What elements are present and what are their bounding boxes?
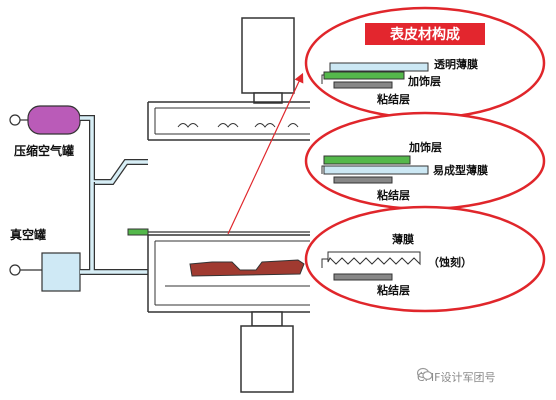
upper-chamber [147, 101, 310, 141]
layer-bubble-2 [304, 111, 546, 211]
panel1-bottom-label: 粘结层 [377, 92, 410, 106]
molded-product [189, 259, 305, 277]
top-actuator [241, 17, 295, 104]
panel2-top-label: 加饰层 [408, 140, 442, 154]
panel3-top-label: 薄膜 [392, 232, 414, 246]
panel1-middle-label: 加饰层 [407, 74, 441, 88]
film-sheet [127, 228, 310, 236]
watermark-text: CMF设计军团号 [417, 371, 496, 384]
layer-bubble-3 [304, 205, 546, 313]
title-banner-text: 表皮材构成 [389, 26, 460, 43]
panel2-bottom-label: 粘结层 [377, 188, 410, 202]
panel2-middle-label: 易成型薄膜 [433, 163, 488, 177]
lower-chamber [147, 234, 310, 313]
wechat-icon [417, 367, 433, 380]
panel1-top-label: 透明薄膜 [434, 57, 478, 71]
red-arrow [227, 72, 304, 235]
vacuum-pipe [80, 182, 148, 275]
air-pipe [80, 115, 148, 185]
vacuum-tank-label: 真空罐 [10, 227, 46, 242]
panel3-bottom-label: 粘结层 [377, 283, 410, 297]
air-tank [9, 105, 81, 135]
bottom-actuator [240, 311, 294, 393]
watermark: CMF设计军团号 [417, 367, 553, 387]
layer-bubble-1 [304, 6, 546, 120]
vacuum-tank [9, 252, 81, 292]
upper-heater-pattern [177, 123, 299, 128]
panel3-note-label: （蚀刻） [428, 255, 472, 269]
air-tank-label: 压缩空气罐 [14, 143, 74, 158]
